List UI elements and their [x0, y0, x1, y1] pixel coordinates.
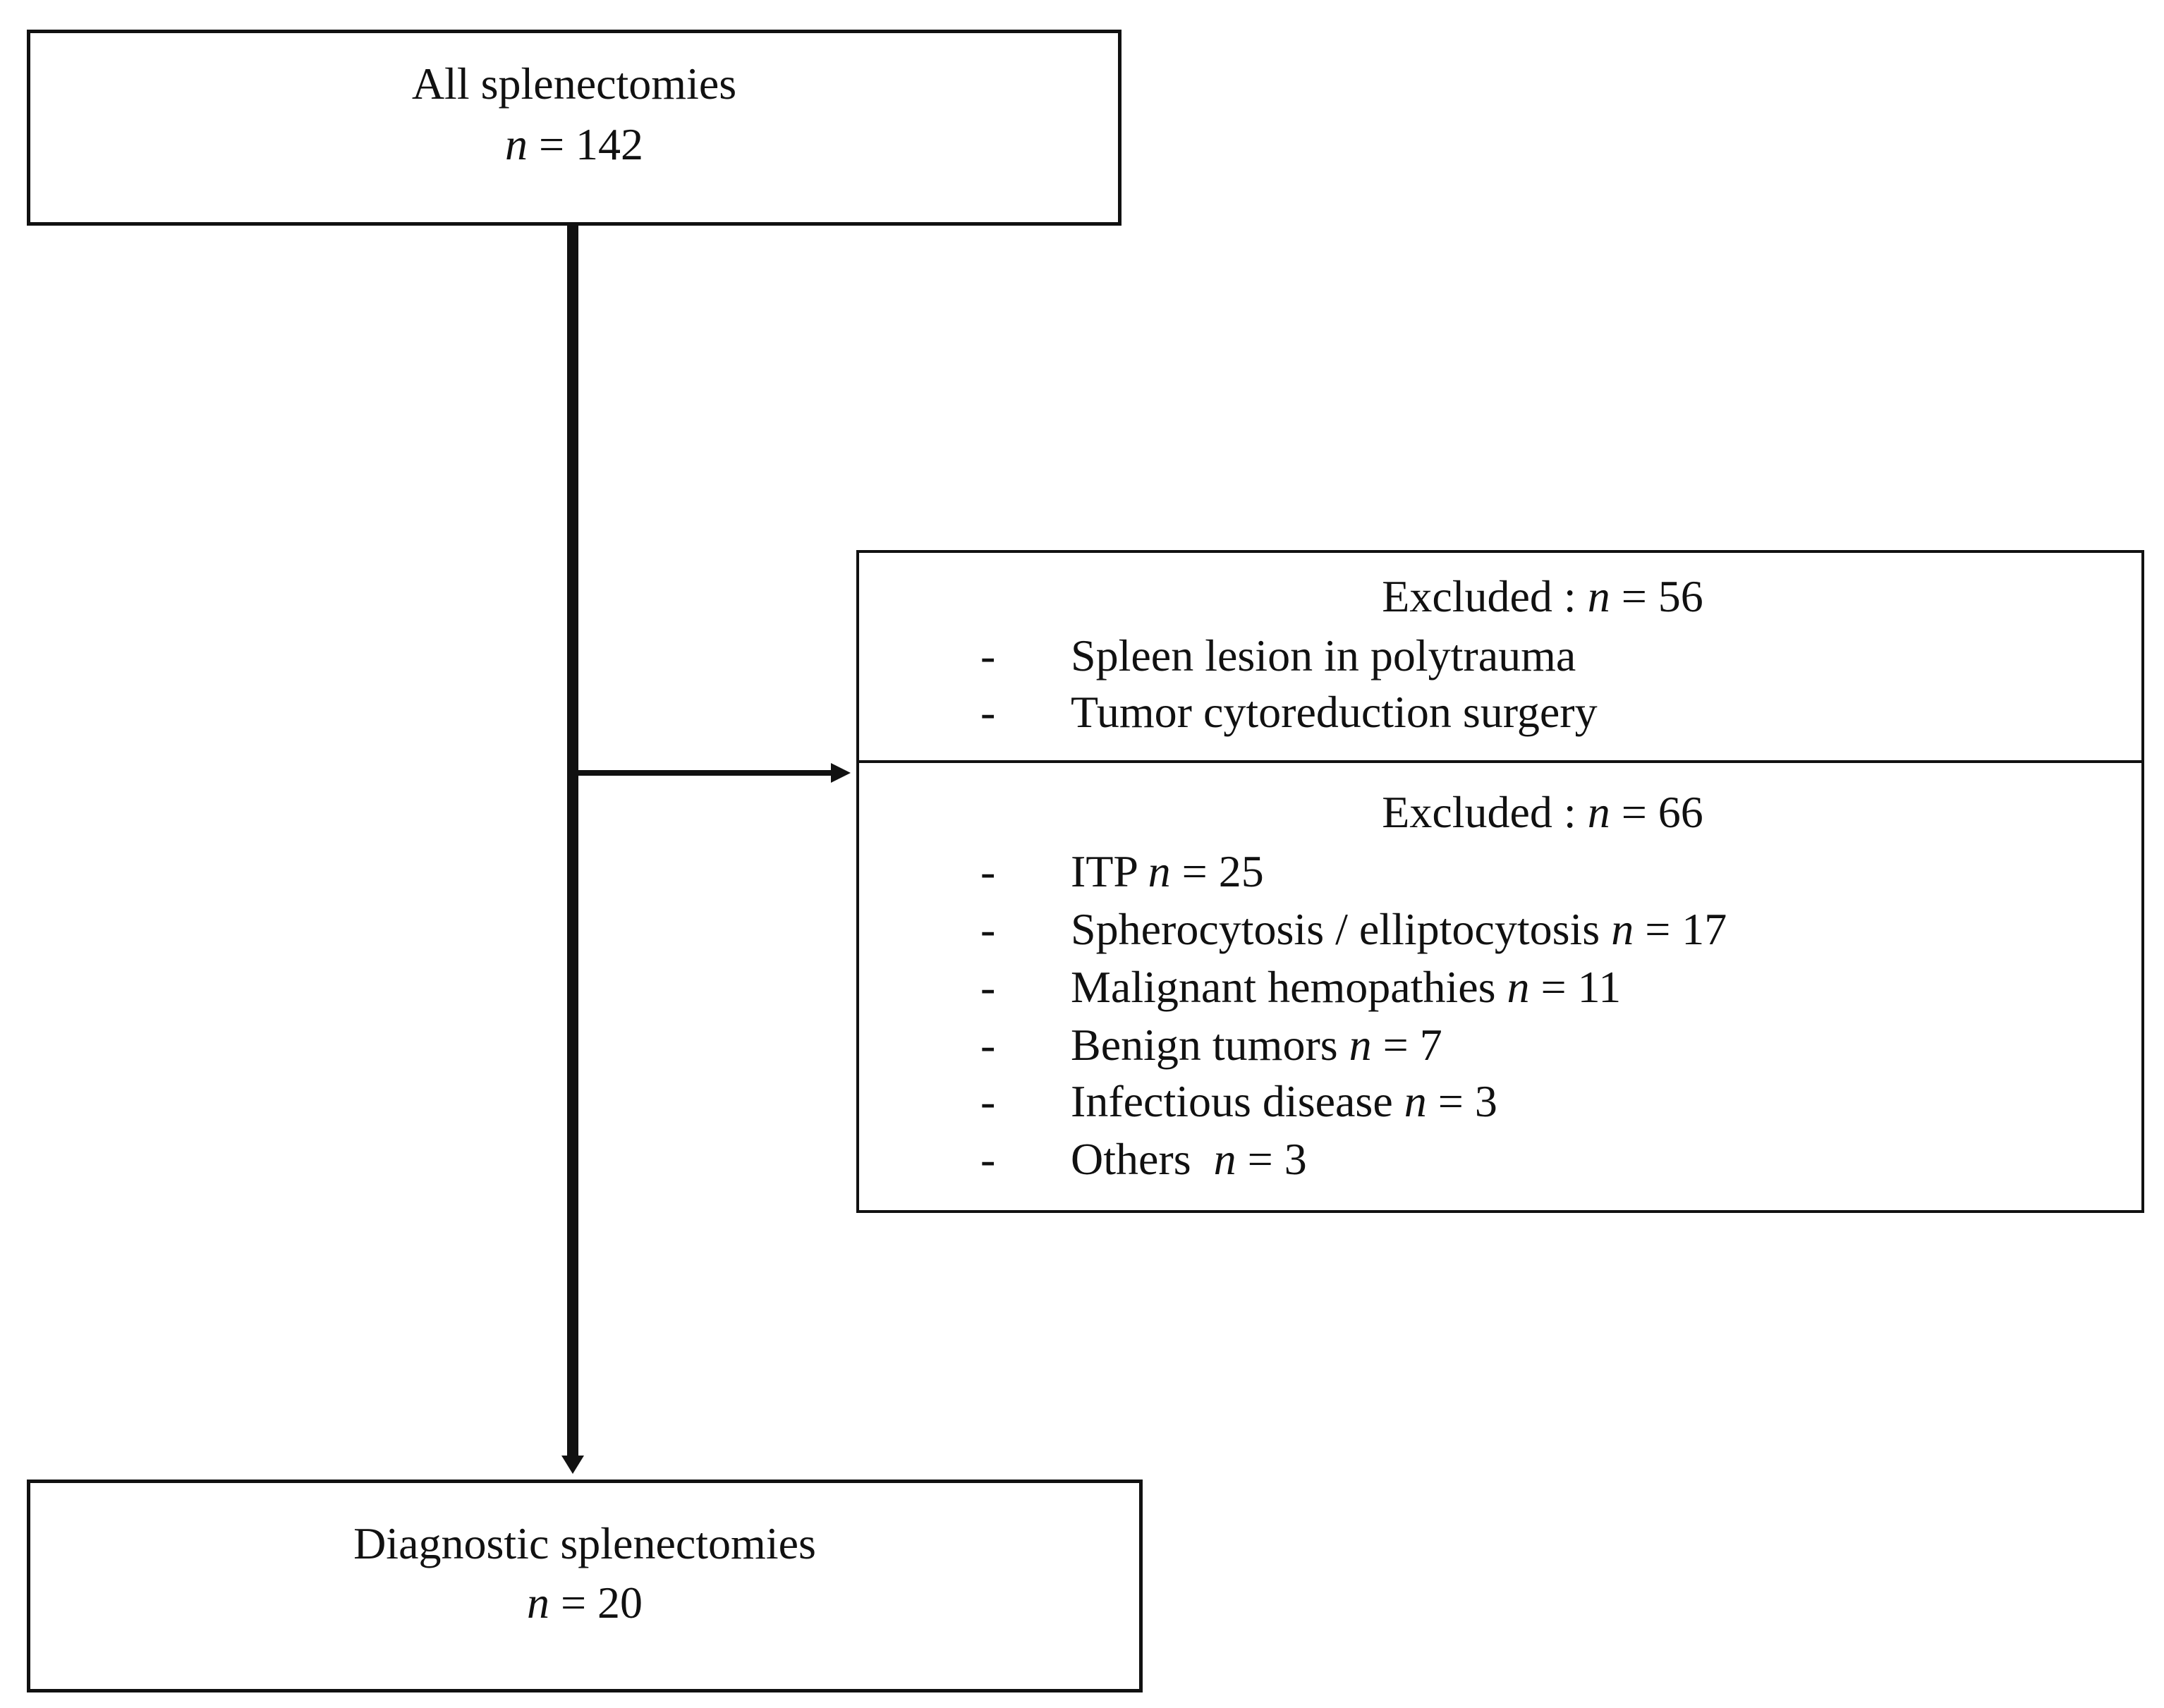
n-symbol: n [1148, 846, 1171, 896]
bullet-dash: - [980, 687, 996, 737]
excluded-2-item: Malignant hemopathies n = 11 [1071, 958, 1621, 1017]
excluded-2-item: Infectious disease n = 3 [1071, 1072, 1497, 1131]
bullet-dash: - [980, 846, 996, 896]
n-symbol: n [1349, 1020, 1372, 1070]
diagnostic-splenectomies-box: Diagnostic splenectomies n = 20 [27, 1480, 1143, 1692]
exclusion-arrowhead [831, 763, 851, 783]
n-symbol: n [1507, 962, 1530, 1012]
all-splenectomies-box: All splenectomies n = 142 [27, 30, 1121, 226]
exclusion-divider [856, 760, 2144, 763]
diagnostic-splenectomies-count: n = 20 [30, 1573, 1139, 1633]
all-splenectomies-label: All splenectomies [411, 59, 737, 109]
item-label: Spherocytosis / elliptocytosis [1071, 904, 1612, 954]
item-label: Benign tumors [1071, 1020, 1349, 1070]
bullet-dash: - [980, 1134, 996, 1184]
item-label: Others [1071, 1134, 1214, 1184]
count-value: = 3 [1236, 1134, 1307, 1184]
count-value: = 11 [1529, 962, 1622, 1012]
n-symbol: n [1587, 571, 1610, 621]
item-label: Malignant hemopathies [1071, 962, 1507, 1012]
count-value: = 25 [1170, 846, 1264, 896]
excluded-2-item: Benign tumors n = 7 [1071, 1015, 1442, 1075]
excluded-1-heading: Excluded : n = 56 [856, 567, 2144, 626]
bullet-dash: - [980, 904, 996, 954]
bullet-dash: - [980, 1076, 996, 1126]
excluded-2-item: Spherocytosis / elliptocytosis n = 17 [1071, 900, 1727, 959]
count-value: = 142 [527, 119, 644, 169]
n-symbol: n [1213, 1134, 1236, 1184]
count-value: = 7 [1371, 1020, 1442, 1070]
count-value: = 20 [549, 1578, 643, 1628]
diagnostic-splenectomies-label: Diagnostic splenectomies [353, 1518, 816, 1568]
main-arrowhead [561, 1456, 584, 1474]
excluded-1-item: Spleen lesion in polytrauma [1071, 630, 1576, 681]
n-symbol: n [1611, 904, 1634, 954]
excluded-2-heading: Excluded : n = 66 [856, 783, 2144, 842]
excluded-2-item: ITP n = 25 [1071, 842, 1264, 901]
count-value: = 56 [1610, 571, 1703, 621]
excluded-1-item: Tumor cytoreduction surgery [1071, 687, 1598, 737]
item-label: ITP [1071, 846, 1148, 896]
excluded-2-item: Others n = 3 [1071, 1130, 1307, 1189]
n-symbol: n [526, 1578, 549, 1628]
n-symbol: n [1587, 787, 1610, 837]
item-label: Infectious disease [1071, 1076, 1404, 1126]
bullet-dash: - [980, 962, 996, 1012]
n-symbol: n [504, 119, 528, 169]
all-splenectomies-count: n = 142 [30, 115, 1118, 174]
excluded-label: Excluded : [1382, 571, 1588, 621]
exclusion-box [856, 550, 2144, 1213]
bullet-dash: - [980, 630, 996, 681]
n-symbol: n [1404, 1076, 1427, 1126]
excluded-label: Excluded : [1382, 787, 1588, 837]
count-value: = 3 [1426, 1076, 1497, 1126]
count-value: = 17 [1634, 904, 1727, 954]
bullet-dash: - [980, 1020, 996, 1070]
count-value: = 66 [1610, 787, 1703, 837]
